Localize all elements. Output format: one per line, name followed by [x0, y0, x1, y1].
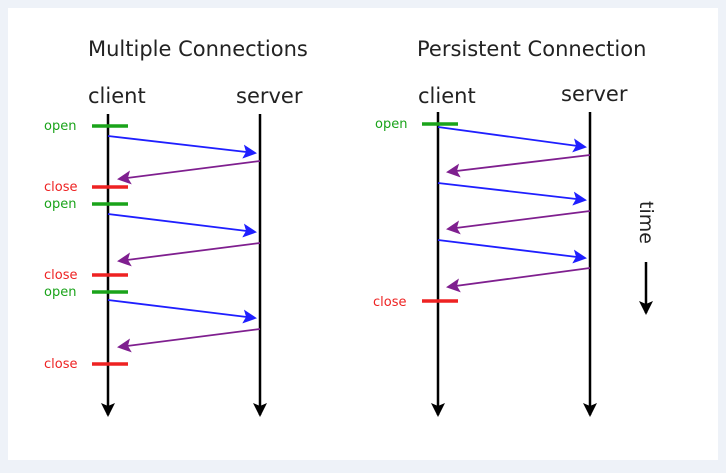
right-response-arrow-2 [446, 210, 591, 235]
time-label: time [635, 201, 657, 244]
right-request-arrow-2 [437, 182, 587, 206]
right-client-label: client [418, 84, 476, 108]
left-close-label-3: close [44, 357, 77, 372]
canvas-background [8, 8, 718, 460]
left-open-label-1: open [44, 119, 76, 134]
left-open-label-3: open [44, 285, 76, 300]
right-server-label: server [561, 82, 628, 106]
right-open-label: open [375, 117, 407, 132]
left-response-arrow-2 [117, 242, 261, 267]
left-client-label: client [88, 84, 146, 108]
left-panel-title: Multiple Connections [88, 37, 308, 61]
right-response-arrow-3 [446, 267, 591, 293]
right-request-arrow-1 [437, 126, 587, 153]
left-close-label-2: close [44, 268, 77, 283]
left-open-label-2: open [44, 197, 76, 212]
right-request-arrow-3 [437, 239, 587, 264]
left-request-arrow-2 [107, 213, 257, 238]
left-panel: Multiple Connections client server open … [44, 37, 308, 417]
right-response-arrow-1 [446, 154, 591, 178]
left-response-arrow-1 [117, 160, 261, 185]
left-close-label-1: close [44, 180, 77, 195]
time-indicator: time [635, 201, 657, 315]
left-request-arrow-1 [107, 135, 257, 159]
right-panel-title: Persistent Connection [417, 37, 646, 61]
left-response-arrow-3 [117, 328, 261, 353]
left-server-label: server [236, 84, 303, 108]
left-request-arrow-3 [107, 299, 257, 324]
right-close-label: close [373, 295, 406, 310]
right-panel: Persistent Connection client server open… [373, 37, 646, 417]
